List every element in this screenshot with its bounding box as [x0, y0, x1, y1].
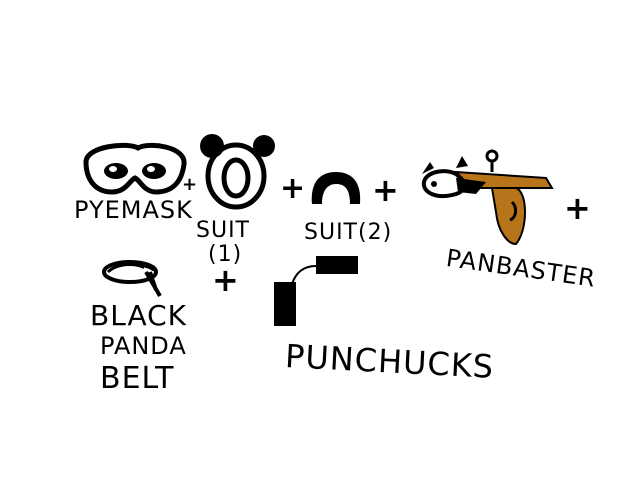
punchucks-label: PUNCHUCKS [284, 337, 495, 386]
plus-sign-2: + [212, 261, 239, 299]
belt-label-line3: BELT [100, 361, 175, 396]
plus-sign-5: + [564, 189, 591, 227]
punchucks-icon [274, 256, 358, 326]
pie-mask-icon [83, 142, 187, 195]
suit1-label-line1: SUIT [196, 218, 250, 243]
belt-label-line1: BLACK [90, 299, 188, 332]
plus-sign-1: + [182, 174, 198, 195]
plus-sign-4: + [372, 171, 399, 209]
pan-blaster-icon [421, 149, 554, 246]
panda-suit-head-icon [200, 134, 275, 210]
suit1-label-line2: (1) [208, 242, 243, 267]
pyemask-label: PYEMASK [74, 196, 193, 224]
belt-label-line2: PANDA [100, 332, 187, 360]
panda-suit-body-icon [311, 172, 361, 204]
panbaster-label: PANBASTER [444, 244, 598, 293]
plus-sign-3: + [280, 171, 306, 206]
black-belt-icon [102, 260, 162, 298]
suit2-label: SUIT(2) [304, 220, 393, 245]
